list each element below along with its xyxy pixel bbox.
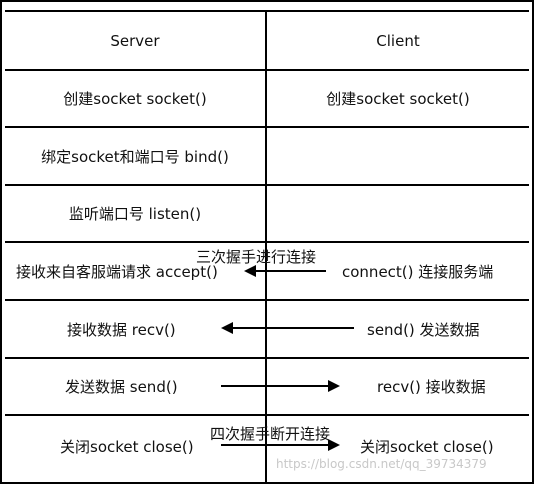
server-close: 关闭socket close() [60, 437, 194, 456]
client-recv: recv() 接收数据 [377, 378, 486, 396]
row-divider [5, 69, 529, 71]
teardown-label: 四次握手断开连接 [210, 425, 331, 443]
row-divider [5, 299, 529, 301]
connect-arrow-to-server [244, 264, 326, 278]
row-divider [5, 414, 529, 416]
client-empty-cell [267, 128, 529, 184]
column-divider [265, 12, 267, 484]
client-close: 关闭socket close() [360, 437, 494, 456]
row-divider [5, 184, 529, 186]
server-listen: 监听端口号 listen() [68, 205, 202, 223]
client-empty-cell [267, 186, 529, 241]
row-divider [5, 241, 529, 243]
watermark: https://blog.csdn.net/qq_39734379 [276, 457, 487, 471]
server-create-socket: 创建socket socket() [63, 90, 207, 108]
server-bind: 绑定socket和端口号 bind() [41, 147, 229, 166]
table-top-border [5, 10, 529, 12]
client-send: send() 发送数据 [367, 320, 480, 339]
server-recv: 接收数据 recv() [67, 320, 176, 339]
send-arrow-to-client [221, 379, 340, 393]
server-send: 发送数据 send() [65, 378, 178, 396]
row-divider [5, 126, 529, 128]
server-accept: 接收来自客服端请求 accept() [16, 262, 218, 281]
handshake-label: 三次握手进行连接 [196, 248, 317, 266]
send-arrow-to-server [221, 321, 354, 335]
client-connect: connect() 连接服务端 [342, 262, 494, 281]
close-arrow-to-client [221, 438, 340, 452]
server-column-header: Server [110, 31, 160, 50]
client-column-header: Client [376, 31, 420, 50]
client-create-socket: 创建socket socket() [326, 90, 470, 108]
row-divider [5, 357, 529, 359]
